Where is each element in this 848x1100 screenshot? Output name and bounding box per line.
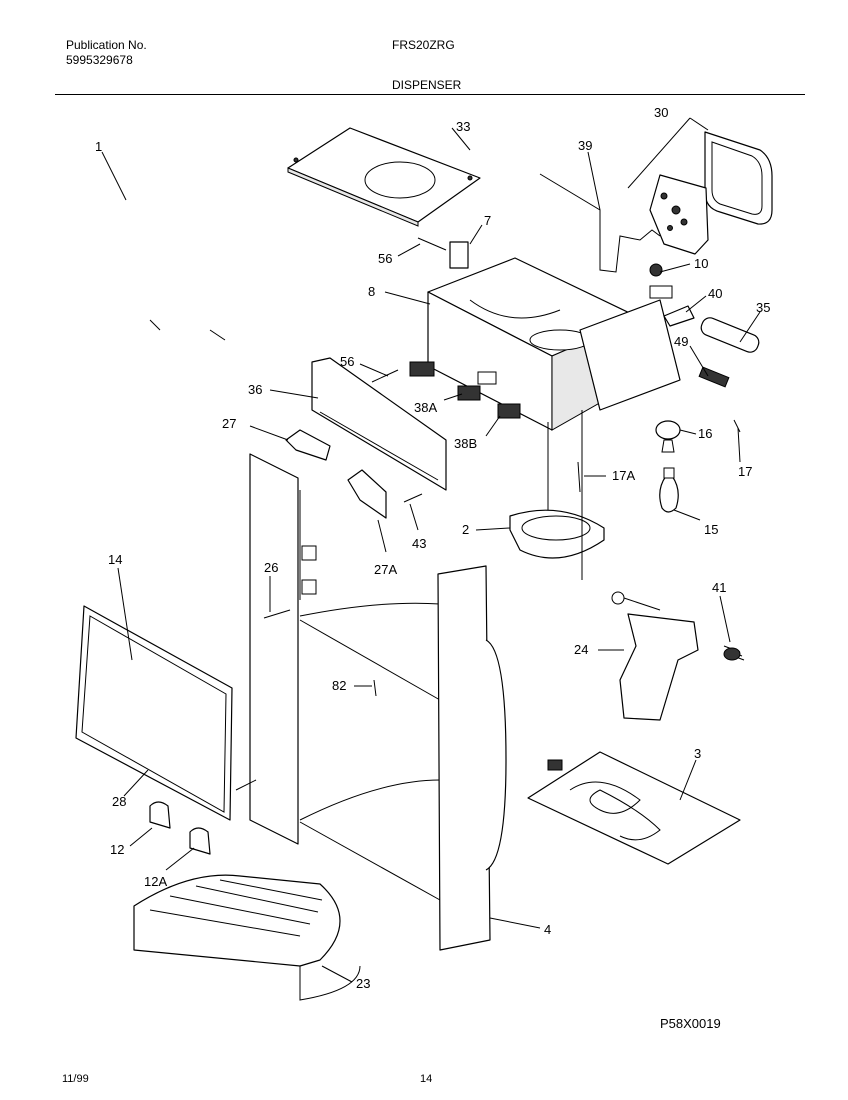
- part-clips: [149, 801, 211, 855]
- callout-8: 8: [368, 284, 375, 299]
- part-chute-ring: [509, 509, 605, 559]
- callout-49: 49: [674, 334, 688, 349]
- part-cover-plate: [287, 127, 481, 227]
- callout-3: 3: [694, 746, 701, 761]
- part-chute-tube: [547, 410, 583, 580]
- callout-38a: 38A: [414, 400, 437, 415]
- callout-35: 35: [756, 300, 770, 315]
- part-screw: [371, 237, 447, 383]
- part-bracket: [449, 241, 469, 269]
- part-light-cover: [649, 131, 773, 255]
- part-screw-82: [373, 679, 377, 697]
- callout-23: 23: [356, 976, 370, 991]
- footer-date: 11/99: [62, 1073, 89, 1085]
- callout-24: 24: [574, 642, 588, 657]
- part-ice-paddle: [347, 469, 387, 519]
- callout-40: 40: [708, 286, 722, 301]
- part-actuator: [285, 429, 331, 461]
- callout-36: 36: [248, 382, 262, 397]
- part-dispenser-housing: [427, 257, 681, 431]
- callout-43: 43: [412, 536, 426, 551]
- callout-33: 33: [456, 119, 470, 134]
- callout-28: 28: [112, 794, 126, 809]
- part-water-tubing: [84, 200, 300, 341]
- model-number: FRS20ZRG: [392, 38, 455, 52]
- part-screw-17a: [577, 461, 581, 493]
- callout-17: 17: [738, 464, 752, 479]
- callout-7: 7: [484, 213, 491, 228]
- part-spring: [723, 645, 745, 661]
- callout-56b: 56: [340, 354, 354, 369]
- part-screw-26: [263, 609, 291, 619]
- part-electrical-components: [649, 263, 760, 388]
- publication-number: 5995329678: [66, 53, 133, 67]
- callout-12a: 12A: [144, 874, 167, 889]
- callout-1: 1: [95, 139, 102, 154]
- callout-56: 56: [378, 251, 392, 266]
- callout-2: 2: [462, 522, 469, 537]
- part-wire-harness: [539, 173, 661, 273]
- page-number: 14: [420, 1073, 433, 1085]
- callout-26: 26: [264, 560, 278, 575]
- part-heater: [527, 751, 741, 865]
- part-screw-43: [403, 493, 423, 503]
- callout-labels: 1 33 7 56 39 30 10 40 35 8 49 56 36 38A …: [95, 105, 770, 991]
- header-divider: [55, 94, 805, 95]
- callout-30: 30: [654, 105, 668, 120]
- callout-15: 15: [704, 522, 718, 537]
- part-lamp: [655, 420, 681, 513]
- callout-39: 39: [578, 138, 592, 153]
- callout-12: 12: [110, 842, 124, 857]
- callout-4: 4: [544, 922, 551, 937]
- callout-16: 16: [698, 426, 712, 441]
- part-filler-panel: [75, 605, 233, 821]
- diagram-reference-code: P58X0019: [660, 1016, 721, 1031]
- callout-17a: 17A: [612, 468, 635, 483]
- callout-41: 41: [712, 580, 726, 595]
- part-lever-arm: [611, 591, 699, 721]
- part-control-panel: [311, 357, 447, 491]
- part-frame: [299, 602, 441, 901]
- callout-14: 14: [108, 552, 122, 567]
- callout-27: 27: [222, 416, 236, 431]
- part-drip-tray: [133, 874, 361, 1001]
- section-title: DISPENSER: [392, 78, 462, 92]
- callout-27a: 27A: [374, 562, 397, 577]
- leader-lines: [101, 117, 761, 983]
- callout-10: 10: [694, 256, 708, 271]
- part-left-panel: [249, 453, 317, 845]
- part-switches: [409, 361, 521, 419]
- part-screw-17: [733, 419, 741, 433]
- part-trim: [235, 779, 257, 791]
- callout-38b: 38B: [454, 436, 477, 451]
- callout-82: 82: [332, 678, 346, 693]
- publication-label: Publication No.: [66, 38, 147, 52]
- part-right-panel: [437, 565, 507, 951]
